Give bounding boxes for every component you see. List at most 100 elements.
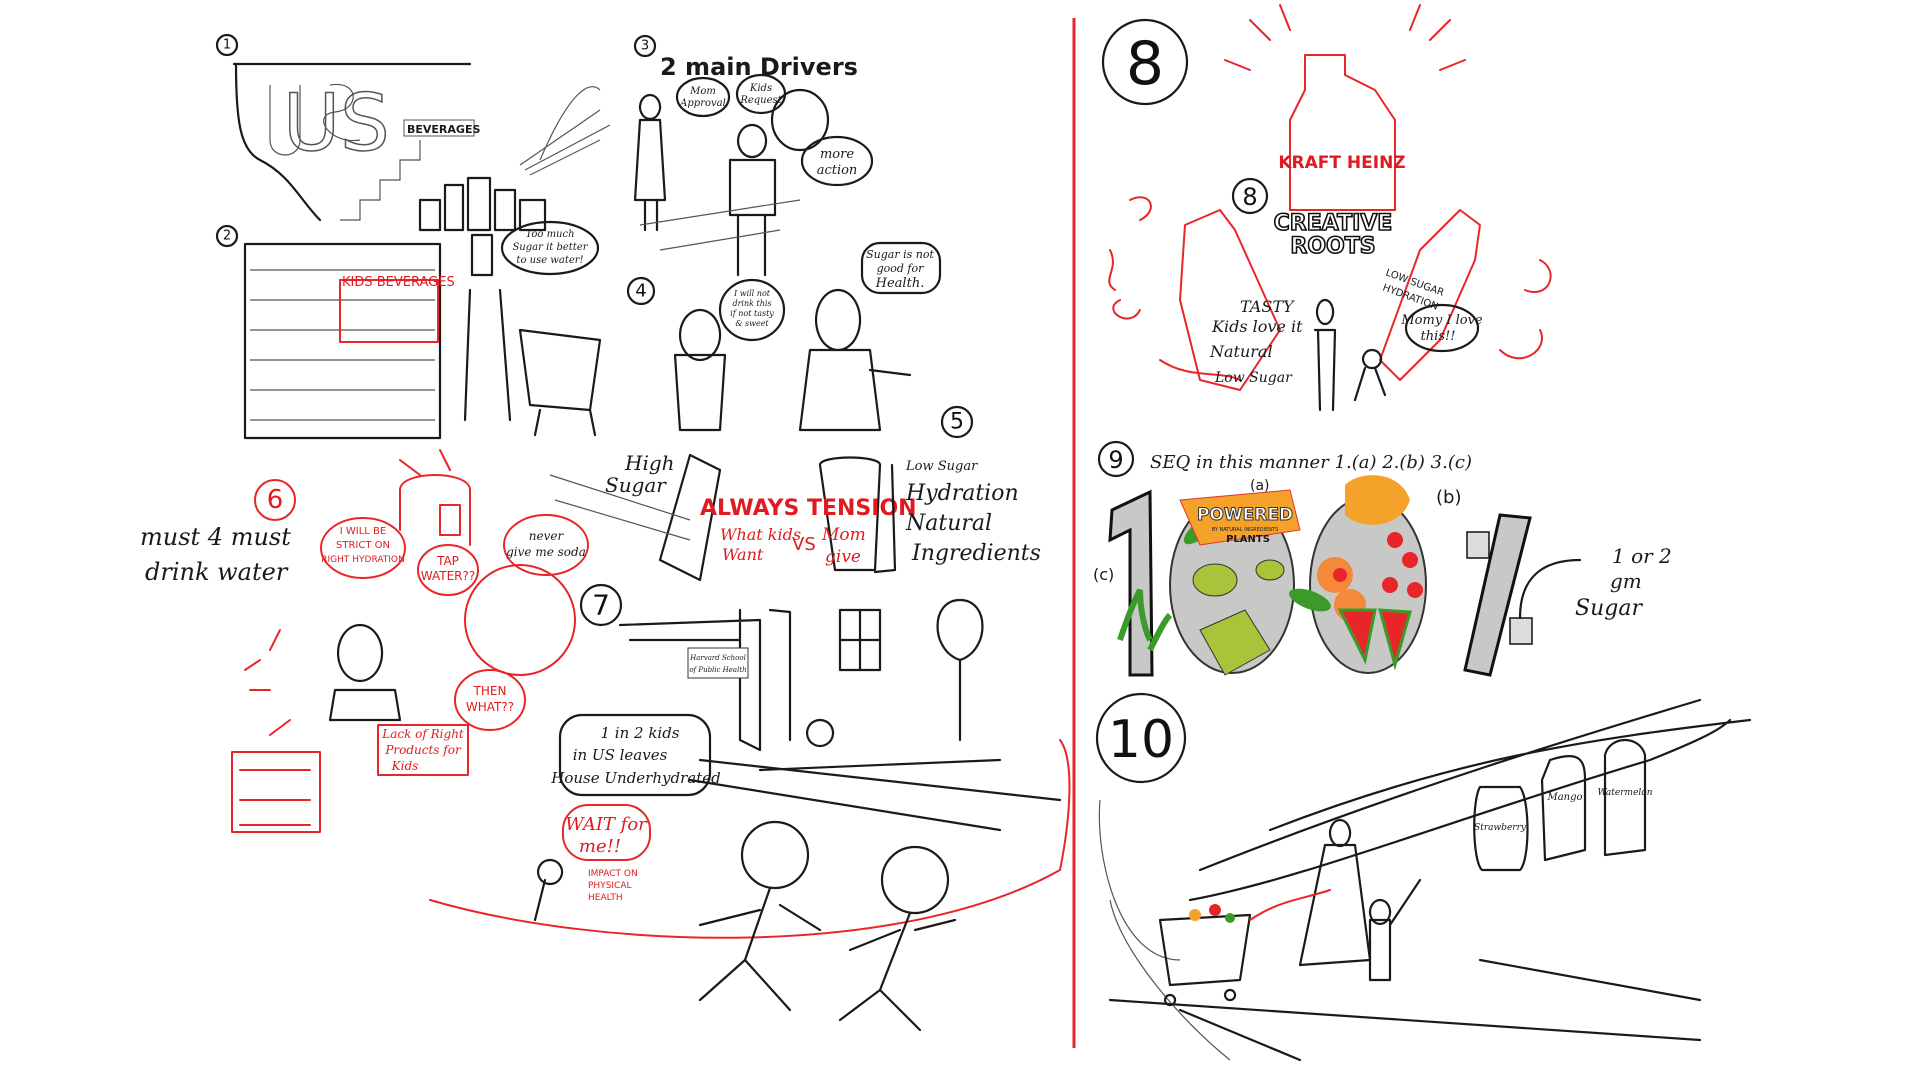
panel-4-argument: I will not drink this if not tasty & swe… [673,241,942,432]
panel-6-mom-dilemma: must 4 must drink water I WILL BE STRICT… [140,449,1071,939]
svg-text:must 4 must: must 4 must [140,523,291,551]
svg-text:to use water!: to use water! [516,255,583,266]
kraft-heinz-brand: KRAFT HEINZ [1278,153,1405,173]
panel-1-number: 1 [215,33,239,57]
us-outline-text: US [283,79,390,169]
creative-roots-logo-line1: CREATIVE [1274,211,1393,236]
svg-text:4: 4 [635,281,646,302]
svg-text:Harvard School: Harvard School [689,654,746,662]
svg-text:good for: good for [877,262,925,275]
svg-text:House Underhydrated: House Underhydrated [550,769,720,787]
svg-text:give: give [825,547,861,567]
svg-text:if not tasty: if not tasty [730,309,774,318]
svg-text:Kids: Kids [749,83,772,94]
svg-text:never: never [529,529,565,543]
svg-text:Sugar it better: Sugar it better [512,242,588,253]
svg-text:1 or 2: 1 or 2 [1612,544,1672,568]
panel-8-number: 8 [1101,18,1189,106]
panel-10-number: 10 [1095,692,1187,784]
svg-text:drink this: drink this [732,299,771,308]
panel-5-tension: High Sugar ALWAYS TENSION What kids Want… [549,451,1041,582]
svg-text:Products for: Products for [384,743,462,757]
panel-3-number: 3 [633,34,657,58]
kids-beverages-label: KIDS BEVERAGES [342,275,455,290]
panel-2-shelves: KIDS BEVERAGES Too much Sugar it better … [243,220,602,440]
svg-text:Hydration: Hydration [905,481,1019,506]
svg-text:PLANTS: PLANTS [1226,534,1270,545]
svg-text:RIGHT HYDRATION: RIGHT HYDRATION [321,555,405,565]
svg-text:Sugar is not: Sugar is not [866,248,934,261]
svg-text:THEN: THEN [473,684,507,698]
svg-text:this!!: this!! [1421,329,1456,344]
svg-text:TAP: TAP [436,554,459,568]
svg-text:8: 8 [1242,183,1257,211]
svg-text:Natural: Natural [905,511,992,536]
panel-9-hundred-percent: SEQ in this manner 1.(a) 2.(b) 3.(c) (a)… [1093,452,1672,677]
svg-text:more: more [820,147,854,162]
svg-text:Want: Want [722,545,764,564]
svg-text:Lack of Right: Lack of Right [381,727,464,741]
svg-text:I WILL BE: I WILL BE [340,526,386,537]
svg-text:Mango: Mango [1546,792,1582,803]
svg-text:What kids: What kids [720,525,801,544]
svg-text:Mom: Mom [689,86,716,97]
panel-4-number: 4 [626,276,656,306]
beverages-label: BEVERAGES [407,123,480,136]
svg-text:Kids love it: Kids love it [1211,317,1303,336]
svg-text:WHAT??: WHAT?? [466,700,514,714]
panel-7-street: Harvard School of Public Health 1 in 2 k… [533,598,1062,1032]
svg-text:Kids: Kids [391,759,419,773]
svg-text:give me soda: give me soda [506,545,586,559]
always-tension-headline: ALWAYS TENSION [700,496,917,521]
svg-text:BY NATURAL INGREDIENTS: BY NATURAL INGREDIENTS [1212,527,1279,533]
svg-text:WATER??: WATER?? [421,569,475,583]
panel-9-number: 9 [1097,440,1135,478]
svg-text:action: action [817,163,858,178]
svg-text:Sugar: Sugar [1575,596,1643,621]
bottle-mango: Mango [1540,754,1587,862]
svg-text:& sweet: & sweet [735,319,769,328]
bottle-strawberry: Strawberry [1473,785,1529,872]
svg-text:Health.: Health. [875,276,925,291]
svg-text:High: High [624,451,675,475]
panel-2-number: 2 [215,224,239,248]
svg-text:PHYSICAL: PHYSICAL [588,881,632,891]
svg-text:Natural: Natural [1209,342,1273,361]
svg-text:VS: VS [792,534,816,555]
svg-text:Low Sugar: Low Sugar [1214,370,1293,386]
svg-text:8: 8 [1126,29,1164,99]
svg-text:IMPACT ON: IMPACT ON [588,869,638,879]
svg-text:(c): (c) [1093,565,1114,584]
svg-text:I will not: I will not [733,289,771,298]
svg-text:1 in 2 kids: 1 in 2 kids [600,724,679,742]
panel-7-number: 7 [579,583,623,627]
svg-text:TASTY: TASTY [1240,297,1295,316]
svg-text:Watermelon: Watermelon [1597,788,1652,798]
svg-text:(b): (b) [1436,487,1461,508]
svg-text:Too much: Too much [525,229,574,240]
svg-text:9: 9 [1108,446,1123,474]
svg-text:Sugar: Sugar [605,473,667,497]
panel-3-main-drivers: 2 main Drivers Mom Approval Kids Request… [633,53,874,277]
svg-text:3: 3 [641,39,649,54]
svg-text:HEALTH: HEALTH [588,893,623,903]
svg-text:Low Sugar: Low Sugar [905,459,978,474]
panel-8-kraft-heinz: KRAFT HEINZ 8 CREATIVE ROOTS TASTY Kids … [1108,4,1552,412]
svg-text:STRICT ON: STRICT ON [336,540,390,551]
svg-text:6: 6 [267,485,284,515]
svg-text:Ingredients: Ingredients [911,541,1041,566]
creative-roots-logo-line2: ROOTS [1290,234,1375,259]
svg-text:gm: gm [1610,569,1642,593]
svg-text:10: 10 [1108,710,1174,770]
svg-text:2: 2 [223,229,231,244]
panel-6-number: 6 [254,479,296,521]
svg-text:Strawberry: Strawberry [1474,823,1527,833]
panel-10-store-aisle: Strawberry Mango Watermelon [1098,698,1752,1062]
svg-text:drink water: drink water [145,558,289,586]
main-drivers-title: 2 main Drivers [660,53,858,81]
svg-text:Approval: Approval [679,98,726,109]
panel-1-us-beverages: US BEVERAGES [232,62,611,232]
svg-text:in US leaves: in US leaves [573,746,668,764]
panel-5-number: 5 [940,405,974,439]
